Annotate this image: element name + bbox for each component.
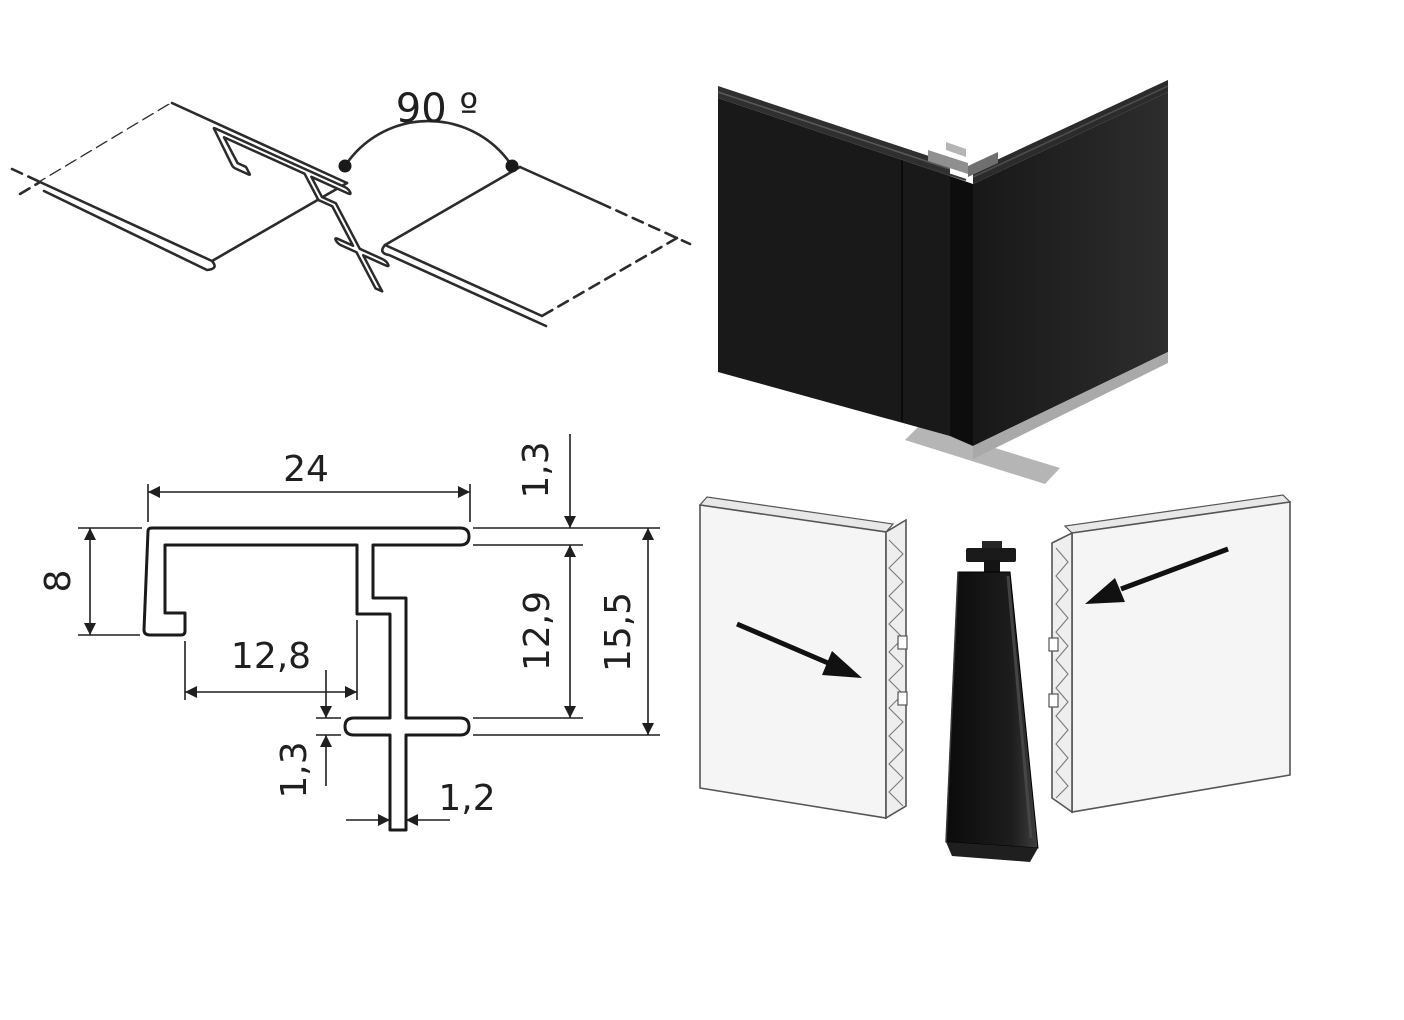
right-panel-hollow-chambers — [1055, 547, 1069, 799]
isometric-joint-drawing: 90 º — [10, 86, 692, 328]
right-panel-face — [385, 167, 677, 316]
connector-head — [966, 548, 1016, 562]
dim-top-wall-thickness: 1,3 — [516, 434, 576, 528]
left-panel-groove — [897, 635, 908, 650]
interlock-highlight — [946, 142, 966, 157]
left-panel-thickness — [42, 189, 216, 272]
assembly-left-panel — [698, 496, 908, 820]
right-panel-front-face — [1071, 501, 1291, 813]
dim-inner-height-label: 12,9 — [517, 591, 558, 671]
insert-arrow-right — [1085, 546, 1229, 604]
right-panel-thickness — [380, 243, 548, 328]
right-panel-outline — [380, 165, 692, 328]
right-panel-edge-face — [1051, 531, 1073, 814]
dim-left-flange-height: 8 — [38, 528, 96, 635]
angle-annotation: 90 º — [338, 86, 519, 173]
dim-inner-width: 12,8 — [185, 636, 357, 698]
right-panel-bottom-edge — [383, 243, 544, 318]
dim-top-width: 24 — [148, 449, 470, 498]
top-rail-right-highlight — [972, 85, 1169, 178]
dim-inner-height: 12,9 — [517, 545, 576, 718]
insert-arrow-left — [736, 621, 862, 678]
dim-bottom-wall-label: 1,3 — [274, 741, 315, 798]
left-panel-bottom-edge — [38, 180, 214, 263]
angle-dot-right — [505, 159, 519, 173]
dim-total-height-label: 15,5 — [598, 592, 639, 672]
left-panel-top-edge — [170, 101, 349, 185]
interlock-tab — [928, 150, 968, 174]
cross-section-drawing: 24 1,3 12,9 15,5 8 12,8 1 — [38, 434, 660, 832]
bottom-flange-strip — [973, 352, 1168, 459]
angle-label: 90 º — [396, 86, 478, 132]
dim-top-wall-label: 1,3 — [516, 441, 557, 498]
panel-cut-dash — [10, 167, 42, 184]
dim-top-width-label: 24 — [283, 449, 329, 490]
dim-left-flange-label: 8 — [38, 570, 79, 593]
connector-right-face — [973, 92, 1168, 446]
connector-corner-edge — [950, 176, 973, 446]
angle-dot-left — [338, 159, 352, 173]
bottom-flange-corner — [905, 425, 1060, 484]
connector-left-face — [718, 98, 950, 436]
connector-left-edge — [945, 571, 959, 843]
top-rail-left-highlight — [717, 91, 951, 170]
interlock-tab — [968, 152, 998, 177]
left-panel-outline — [38, 101, 349, 272]
left-panel-front-face — [699, 504, 887, 819]
angle-arc — [343, 119, 514, 168]
right-panel-top-dash — [598, 201, 692, 246]
dim-inner-width-label: 12,8 — [231, 636, 311, 677]
right-panel-top-edge — [518, 165, 602, 205]
interlock-detail — [928, 142, 998, 181]
interlock-shadow-line — [929, 167, 967, 181]
dim-stem-thickness: 1,2 — [346, 778, 496, 826]
left-panel-edge-face — [885, 518, 907, 820]
assembly-right-panel — [1048, 494, 1292, 814]
left-panel-groove — [897, 691, 908, 706]
left-panel-end-edge — [210, 181, 349, 263]
connector-sheen — [1006, 575, 1033, 839]
dim-total-height: 15,5 — [598, 528, 654, 735]
connector-top-rib — [982, 541, 1002, 551]
right-panel-end-edge — [383, 165, 522, 247]
right-panel-groove — [1048, 637, 1059, 652]
right-panel-groove — [1048, 693, 1059, 708]
connector-neck — [984, 560, 1000, 574]
assembly-connector-strip — [945, 541, 1039, 862]
dim-bottom-wall-thickness: 1,3 — [274, 670, 332, 799]
connector-body — [945, 571, 1039, 849]
left-panel-hollow-chambers — [888, 539, 904, 807]
corner-connector-photo — [717, 80, 1169, 484]
connector-bottom-face — [946, 842, 1038, 862]
assembly-diagram — [698, 494, 1292, 862]
right-panel-cut-dash — [540, 236, 679, 318]
dim-stem-thickness-label: 1,2 — [438, 778, 495, 819]
left-panel-face — [40, 103, 347, 261]
